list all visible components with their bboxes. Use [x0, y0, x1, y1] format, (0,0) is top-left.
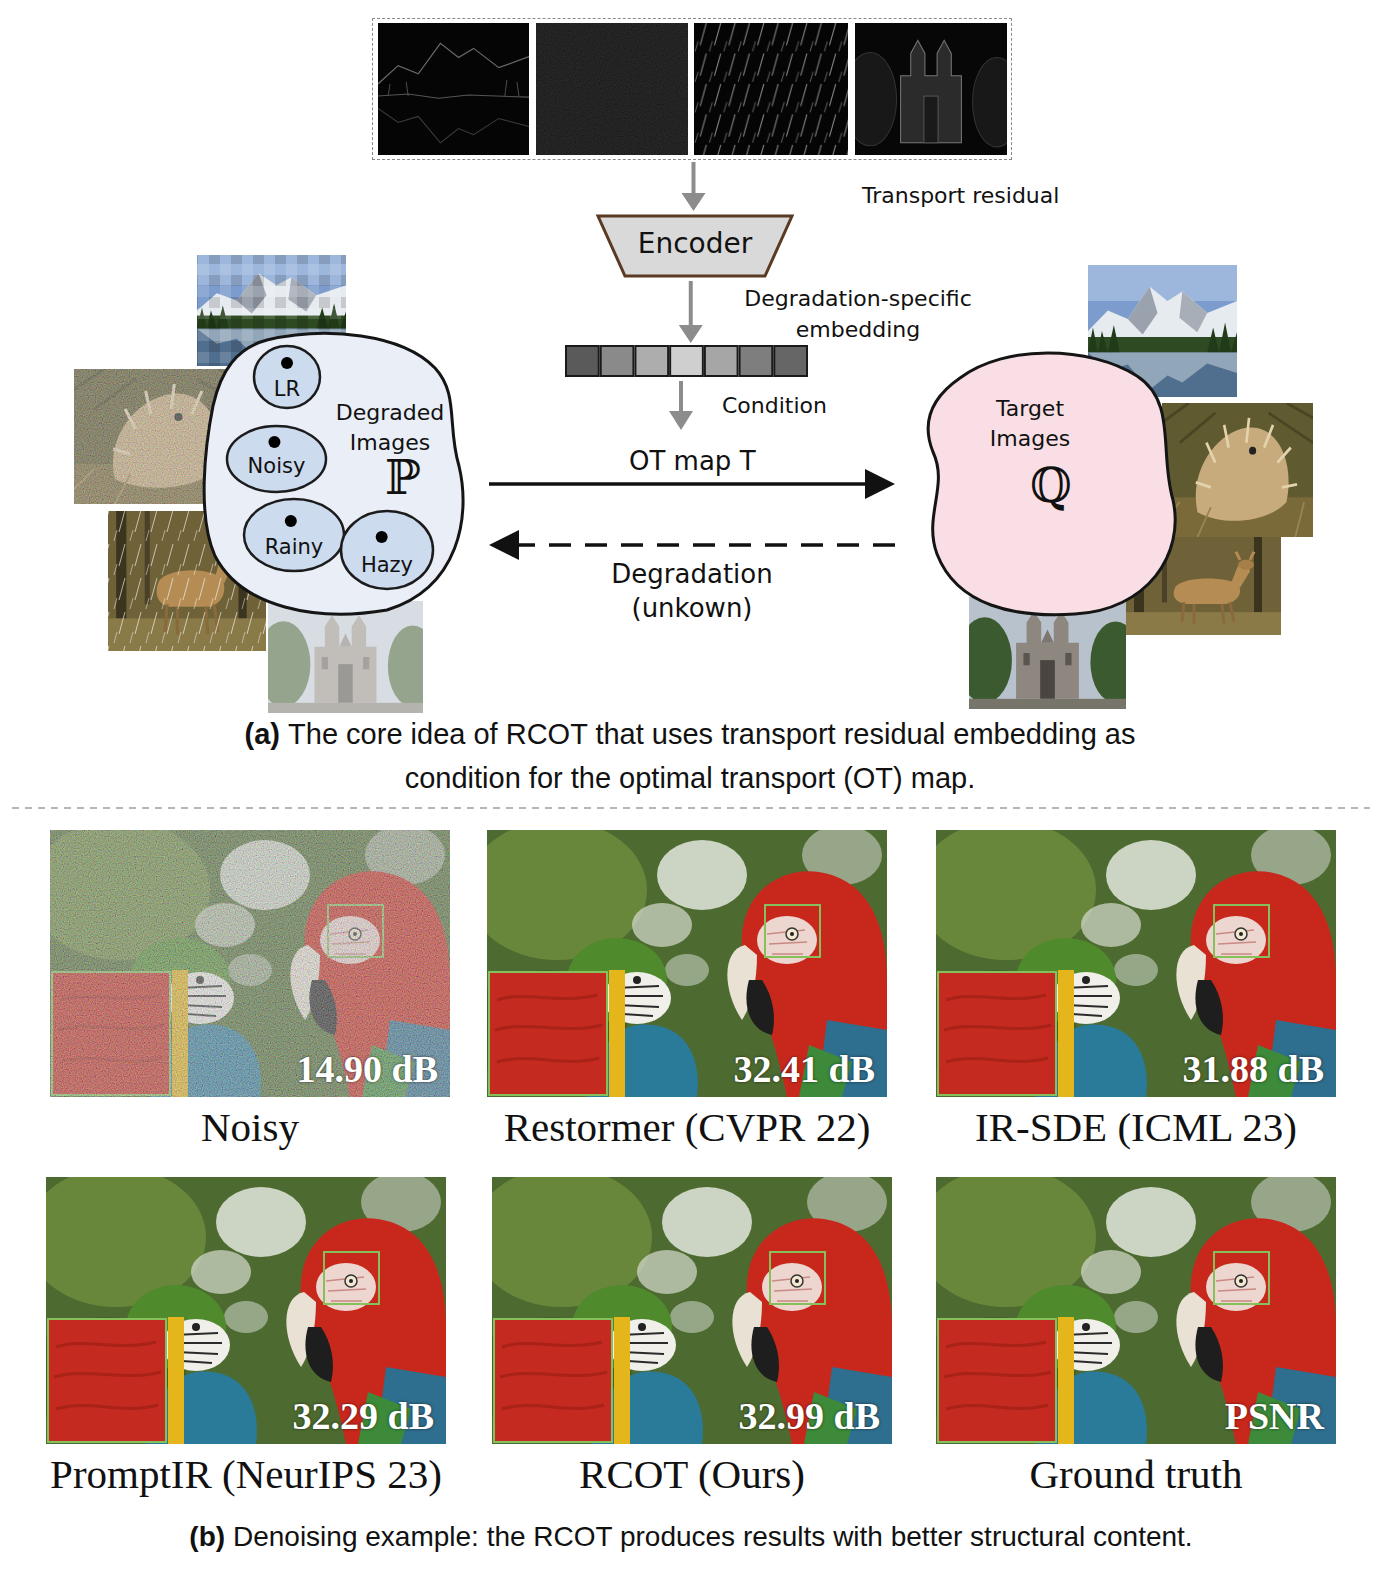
result-images-part: [26, 1167, 446, 1444]
cluster-label: Rainy: [242, 534, 346, 560]
cluster-outline: [244, 499, 344, 571]
connector-line: [689, 281, 693, 325]
degradation-cluster: Rainy: [242, 497, 346, 573]
figure-caption: (a)The core idea of RCOT that uses trans…: [190, 712, 1190, 800]
method-caption: IR-SDE (ICML 23): [876, 1103, 1382, 1151]
cluster-label: LR: [252, 376, 322, 402]
embedding-cell: [670, 346, 703, 376]
method-caption: Ground truth: [876, 1450, 1382, 1498]
figure-caption: (b) Denoising example: the RCOT produces …: [0, 1517, 1382, 1557]
caption-text: The core idea of RCOT that uses transpor…: [288, 718, 1135, 794]
method-caption: Noisy: [0, 1103, 510, 1151]
result-panel: 14.90 dBNoisy: [50, 830, 450, 1097]
result-images-part: [30, 820, 450, 1097]
edge-label: OT map T: [629, 444, 756, 478]
residual-strip: Transport residual: [372, 18, 1012, 160]
residual-images-part: [536, 23, 688, 155]
psnr-value: 31.88 dB: [1183, 1047, 1324, 1091]
cluster-label: Noisy: [225, 453, 328, 479]
edge-label: Degradation (unkown): [587, 557, 797, 625]
degraded-photos-part: [257, 601, 438, 713]
connector: [682, 162, 706, 211]
embedding-cell: [774, 346, 807, 376]
symbol-label: ℚ: [1019, 458, 1083, 512]
cluster-dot: [376, 531, 388, 543]
encoder-block: Encoder: [595, 213, 795, 279]
trapezoid-outline: [598, 216, 792, 276]
source-distribution: Degraded Imagesℙ LR NoisyRainyHazy: [197, 326, 469, 620]
caption-tag: (a): [245, 718, 280, 750]
degraded-photos-part: [268, 601, 423, 713]
embedding-cell: [601, 346, 634, 376]
arrow-head: [682, 193, 706, 211]
degradation-cluster: LR: [252, 344, 322, 410]
residual-images: [378, 23, 1021, 155]
symbol-label: ℙ: [373, 450, 433, 504]
degradation-cluster: Noisy: [225, 424, 328, 494]
result-images-part: [472, 1167, 892, 1444]
embedding-cell: [705, 346, 738, 376]
target-distribution: Target Imagesℚ: [915, 340, 1183, 620]
connector-line: [489, 482, 865, 486]
caption-tag: (b): [189, 1521, 225, 1552]
target-photos-part: [1162, 403, 1313, 537]
heading-label: Degradation-specific embedding: [725, 283, 991, 345]
cluster-outline: [341, 511, 433, 589]
blob-outline: [928, 353, 1175, 615]
condition-label: Condition: [722, 392, 827, 420]
arrow-head: [865, 469, 895, 499]
region-label: Degraded Images: [315, 398, 465, 458]
arrow-head: [489, 530, 519, 560]
cluster-label: Hazy: [339, 552, 435, 578]
cluster-dot: [268, 436, 280, 448]
method-caption: Restormer (CVPR 22): [427, 1103, 947, 1151]
connector: [679, 281, 703, 343]
result-panel: PSNRGround truth: [936, 1177, 1336, 1444]
caption-text: Denoising example: the RCOT produces res…: [233, 1521, 1193, 1552]
psnr-value: PSNR: [1225, 1394, 1324, 1438]
result-images-part: [467, 820, 887, 1097]
cluster-outline: [227, 426, 326, 492]
blob-outline: [204, 333, 463, 614]
method-caption: PromptIR (NeurIPS 23): [0, 1450, 506, 1498]
connector: [489, 530, 895, 560]
condition-arrow-part: [669, 411, 693, 430]
residual-images-part: [378, 23, 529, 155]
cluster-dot: [281, 357, 293, 369]
embedding-bar-outline: [565, 345, 808, 377]
psnr-value: 32.99 dB: [739, 1394, 880, 1438]
embedding-cell: [740, 346, 773, 376]
heading-label: Transport residual: [862, 183, 1059, 208]
cluster-dot: [285, 515, 297, 527]
result-panel: 32.41 dBRestormer (CVPR 22): [487, 830, 887, 1097]
residual-images-part: [694, 23, 848, 155]
result-images-part: [50, 830, 450, 1097]
psnr-value: 32.41 dB: [734, 1047, 875, 1091]
embedding-bar: Degradation-specific embedding: [565, 345, 808, 377]
result-panel: 31.88 dBIR-SDE (ICML 23): [936, 830, 1336, 1097]
embedding-cell: [566, 346, 599, 376]
psnr-value: 32.29 dB: [293, 1394, 434, 1438]
degradation-cluster-outline: [339, 509, 435, 591]
arrow-head: [679, 325, 703, 343]
section-separator: [12, 807, 1370, 809]
method-caption: RCOT (Ours): [432, 1450, 952, 1498]
residual-images-part: [844, 23, 1021, 155]
result-panel: 32.99 dBRCOT (Ours): [492, 1177, 892, 1444]
block-label: Encoder: [595, 226, 795, 262]
condition-arrow: [669, 381, 693, 430]
connector-line: [519, 543, 895, 547]
connector-line: [692, 162, 696, 193]
cluster-outline: [254, 346, 320, 408]
result-panel: 32.29 dBPromptIR (NeurIPS 23): [46, 1177, 446, 1444]
psnr-value: 14.90 dB: [297, 1047, 438, 1091]
result-images-part: [916, 820, 1336, 1097]
embedding-cell: [635, 346, 668, 376]
region-label: Target Images: [955, 394, 1105, 454]
condition-arrow-part: [679, 381, 683, 413]
degradation-cluster: Hazy: [339, 509, 435, 591]
result-images-part: [916, 1167, 1336, 1444]
